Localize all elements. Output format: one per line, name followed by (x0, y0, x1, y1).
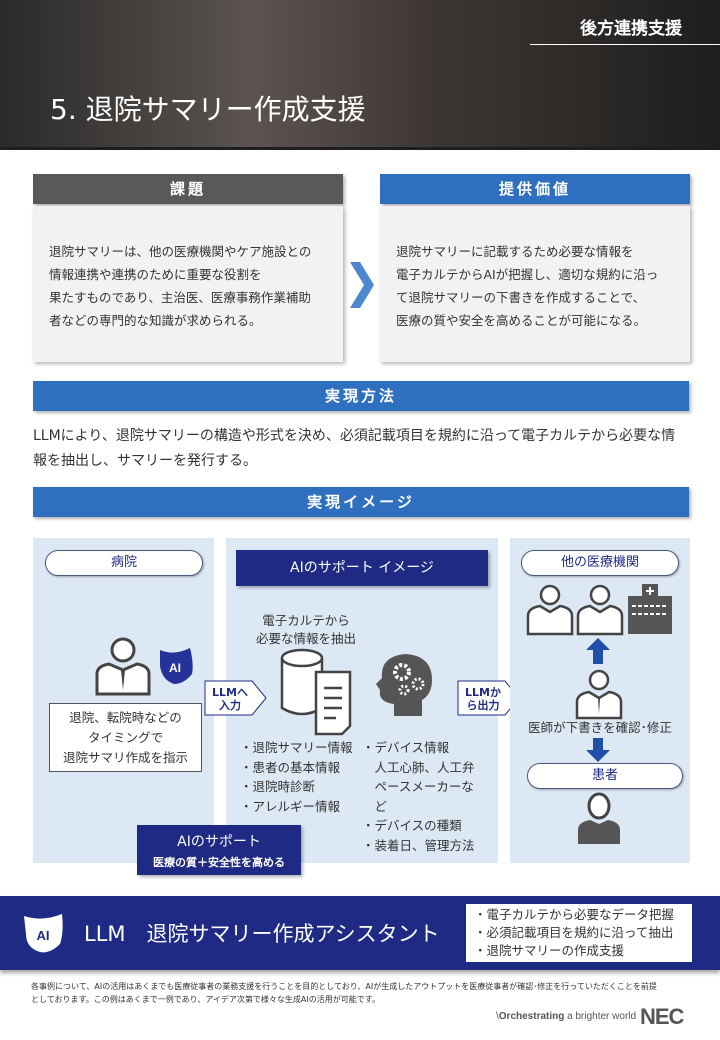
hospital-label: 病院 (45, 550, 203, 576)
text: 者などの専門的な知識が求められる。 (49, 313, 262, 328)
ai-brain-gear-icon (376, 654, 432, 716)
text: 医療の質や安全を高めることが可能になる。 (396, 313, 647, 328)
extract-list-1: ・退院サマリー情報 ・患者の基本情報 ・退院時診断 ・アレルギー情報 (240, 738, 353, 816)
input-arrow (204, 680, 267, 716)
text: 必要な情報を抽出 (255, 631, 356, 646)
text: LLMにより、退院サマリーの構造や形式を決め、必須記載項目を規約に沿って電子カル… (33, 428, 676, 444)
text: AIのサポート (177, 834, 261, 850)
other-institution-label: 他の医療機関 (521, 550, 679, 576)
banner-title: LLM 退院サマリー作成アシスタント (84, 922, 440, 946)
list-item: ・退院時診断 (240, 779, 316, 794)
ai-support-box: AIのサポート 医療の質＋安全性を高める (137, 825, 301, 875)
list-item: ・アレルギー情報 (240, 798, 341, 814)
text: 医療の質＋安全性を高める (153, 856, 285, 869)
extract-text: 電子カルテから必要な情報を抽出 (246, 612, 366, 648)
extract-list-2: ・デバイス情報 人工心肺、人工弁 ペースメーカーな ど ・デバイスの種類 ・装着… (362, 738, 475, 855)
text: 情報連携や連携のために重要な役割を (49, 267, 262, 282)
text: ら出力 (466, 699, 500, 712)
banner-points: ・電子カルテから必要なデータ把握 ・必須記載項目を規約に沿って抽出 ・退院サマリ… (466, 904, 692, 962)
method-text: LLMにより、退院サマリーの構造や形式を決め、必須記載項目を規約に沿って電子カル… (33, 424, 703, 474)
list-item: ・電子カルテから必要なデータ把握 (474, 907, 675, 922)
value-heading: 提供価値 (380, 174, 690, 204)
text: 退院サマリーに記載するため必要な情報を (396, 244, 634, 259)
page-title: 5. 退院サマリー作成支援 (50, 93, 366, 126)
ai-badge-text: AI (169, 661, 181, 675)
ai-logo-icon: AI (24, 914, 63, 953)
doctors-hospital-icon (526, 584, 672, 636)
slogan: \Orchestrating a brighter world (496, 1011, 637, 1022)
ai-support-panel (226, 538, 498, 863)
output-arrow-label: LLMから出力 (457, 686, 509, 712)
list-item: ・必須記載項目を規約に沿って抽出 (474, 925, 674, 940)
database-document-icon (280, 648, 352, 736)
text: LLMへ (212, 686, 248, 699)
text: a brighter world (564, 1011, 637, 1022)
ai-badge-text: AI (37, 928, 50, 943)
text: 退院サマリ作成を指示 (62, 750, 188, 765)
instruction-box: 退院、転院時などの タイミングで 退院サマリ作成を指示 (49, 703, 202, 772)
list-item: ・退院サマリーの作成支援 (474, 943, 625, 958)
arrow-up-icon (586, 638, 610, 664)
text: 入力 (219, 699, 241, 712)
text: 報を抽出し、サマリーを発行する。 (33, 453, 257, 469)
text: 果たすものであり、主治医、医療事務作業補助 (49, 290, 311, 305)
text: 電子カルテから (262, 613, 350, 628)
product-banner: AI LLM 退院サマリー作成アシスタント ・電子カルテから必要なデータ把握 ・… (0, 896, 720, 970)
list-item: ど (362, 798, 388, 814)
patient-icon (578, 792, 620, 844)
text: LLMか (465, 686, 501, 699)
list-item: ・退院サマリー情報 (240, 740, 353, 755)
method-heading: 実現方法 (33, 381, 689, 411)
list-item: 人工心肺、人工弁 (362, 759, 475, 775)
list-item: ・装着日、管理方法 (362, 837, 475, 853)
disclaimer: 各事例について、AIの活用はあくまでも医療従事者の業務支援を行うことを目的として… (31, 980, 711, 1006)
doctor-icon (95, 637, 151, 696)
issue-card: 退院サマリーは、他の医療機関やケア施設との 情報連携や連携のために重要な役割を … (33, 206, 343, 362)
list-item: ・患者の基本情報 (240, 759, 341, 775)
category-label: 後方連携支援 (580, 19, 682, 39)
text: 電子カルテからAIが把握し、適切な規約に沿っ (396, 267, 659, 282)
patient-label: 患者 (527, 763, 683, 789)
ai-logo-icon: AI (160, 648, 193, 684)
image-heading: 実現イメージ (33, 487, 689, 517)
doctor-icon (575, 669, 623, 720)
hospital-panel (33, 538, 214, 863)
nec-logo: NEC (640, 1004, 684, 1029)
text: 退院サマリーは、他の医療機関やケア施設との (49, 244, 312, 259)
value-card: 退院サマリーに記載するため必要な情報を 電子カルテからAIが把握し、適切な規約に… (380, 206, 690, 362)
input-arrow-label: LLMへ入力 (204, 686, 256, 712)
arrow-down-icon (586, 738, 610, 762)
list-item: ・デバイス情報 (362, 740, 450, 755)
text: 各事例について、AIの活用はあくまでも医療従事者の業務支援を行うことを目的として… (31, 982, 657, 991)
chevron-right-icon (350, 262, 374, 308)
issue-heading: 課題 (33, 174, 343, 204)
doctor-check-text: 医師が下書きを確認･修正 (528, 720, 672, 735)
text: Orchestrating (498, 1011, 565, 1022)
text: としております。この例はあくまで一例であり、アイデア次第で様々な生成AIの活用が… (31, 995, 380, 1004)
list-item: ・デバイスの種類 (362, 818, 462, 833)
text: 退院、転院時などの (69, 710, 182, 725)
text: タイミングで (87, 730, 163, 745)
ai-support-title: AIのサポート イメージ (236, 550, 488, 586)
list-item: ペースメーカーな (362, 779, 474, 794)
divider (530, 44, 720, 45)
text: て退院サマリーの下書きを作成することで、 (396, 290, 646, 305)
hero-header: 後方連携支援 5. 退院サマリー作成支援 (0, 0, 720, 150)
